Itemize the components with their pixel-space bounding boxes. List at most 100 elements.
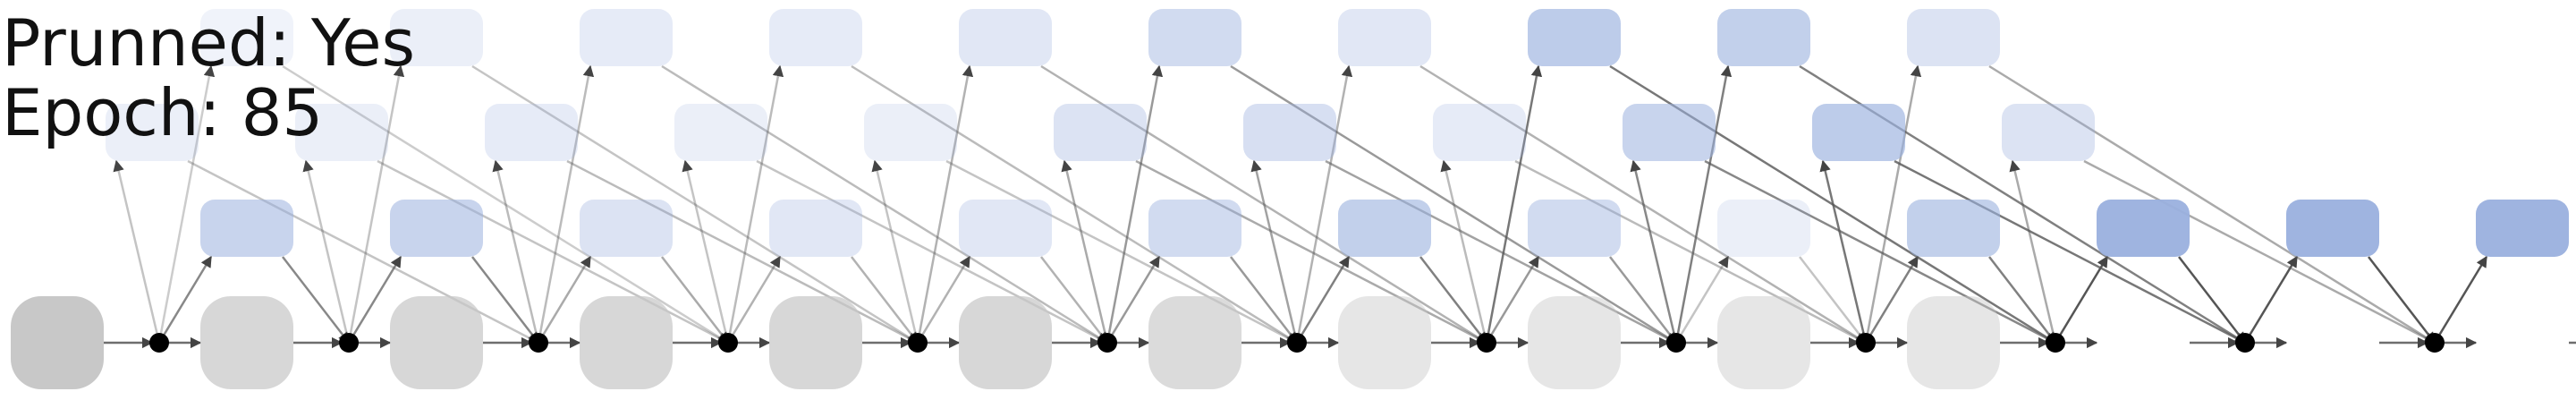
branch-node-level1 bbox=[2476, 200, 2569, 257]
junction-dot bbox=[529, 333, 548, 353]
branch-edge-in bbox=[1106, 64, 1164, 344]
branch-node-level1 bbox=[1148, 200, 1241, 257]
branch-edge-out bbox=[1988, 256, 2056, 344]
branch-edge-out bbox=[756, 159, 1109, 345]
branch-edge-out bbox=[566, 159, 919, 345]
branch-node-level1 bbox=[1907, 200, 2000, 257]
junction-dot bbox=[2425, 333, 2445, 353]
junction-dot bbox=[2046, 333, 2065, 353]
branch-node-level1 bbox=[1528, 200, 1621, 257]
branch-edge-in bbox=[1440, 159, 1488, 344]
branch-edge-in bbox=[682, 159, 730, 344]
branch-edge-in bbox=[157, 255, 213, 344]
branch-edge-in bbox=[916, 64, 974, 344]
branch-node-level3 bbox=[580, 9, 673, 66]
edges-layer bbox=[104, 64, 2576, 349]
branch-edge-out bbox=[1135, 159, 1488, 345]
branch-edge-in bbox=[726, 64, 784, 344]
junction-dot bbox=[1287, 333, 1307, 353]
branch-node-level3 bbox=[1717, 9, 1810, 66]
branch-edge-in bbox=[1061, 159, 1109, 344]
branch-edge-in bbox=[1674, 64, 1733, 344]
chain-node bbox=[959, 296, 1052, 389]
branch-edge-in bbox=[1295, 255, 1351, 344]
branch-node-level1 bbox=[1717, 200, 1810, 257]
branch-edge-in bbox=[871, 159, 919, 344]
branch-edge-out bbox=[1325, 159, 1678, 345]
branch-edge-out bbox=[1230, 256, 1298, 344]
branch-edge-in bbox=[347, 64, 405, 344]
branch-node-level2 bbox=[1243, 104, 1336, 161]
branch-edge-out bbox=[471, 256, 539, 344]
branch-node-level3 bbox=[1528, 9, 1621, 66]
branch-node-level3 bbox=[1907, 9, 2000, 66]
branch-node-level2 bbox=[1623, 104, 1716, 161]
chain-node bbox=[580, 296, 673, 389]
branch-edge-out bbox=[187, 159, 540, 345]
branch-edge-in bbox=[347, 255, 402, 344]
branch-node-level2 bbox=[295, 104, 388, 161]
branch-edge-out bbox=[1040, 256, 1108, 344]
pruned-value: Yes bbox=[310, 5, 416, 81]
branch-edge-in bbox=[1106, 255, 1161, 344]
branch-edge-out bbox=[661, 256, 729, 344]
branch-edge-in bbox=[1674, 255, 1730, 344]
branch-node-level3 bbox=[1338, 9, 1431, 66]
branch-edge-in bbox=[113, 159, 161, 344]
pruned-status: Prunned: Yes bbox=[2, 11, 415, 75]
branch-node-level1 bbox=[769, 200, 862, 257]
branch-edge-out bbox=[1040, 64, 1488, 345]
branch-edge-in bbox=[1485, 64, 1543, 344]
branch-edge-out bbox=[1514, 159, 1868, 345]
branch-edge-in bbox=[1864, 64, 1922, 344]
branch-edge-in bbox=[537, 64, 595, 344]
branch-edge-in bbox=[2054, 255, 2109, 344]
branch-node-level1 bbox=[390, 200, 483, 257]
branch-edge-in bbox=[1864, 255, 1919, 344]
epoch-value: 85 bbox=[241, 75, 324, 150]
junction-dot bbox=[2235, 333, 2255, 353]
chain-node bbox=[1528, 296, 1621, 389]
branch-node-level2 bbox=[864, 104, 957, 161]
chain-node bbox=[390, 296, 483, 389]
branch-node-level1 bbox=[1338, 200, 1431, 257]
chain-node bbox=[1338, 296, 1431, 389]
epoch-status: Epoch: 85 bbox=[2, 81, 323, 145]
branch-node-level2 bbox=[1433, 104, 1526, 161]
branch-edge-in bbox=[302, 159, 351, 344]
chain-node bbox=[1717, 296, 1810, 389]
branch-edge-out bbox=[2368, 256, 2436, 344]
branch-node-level1 bbox=[959, 200, 1052, 257]
branch-edge-out bbox=[1419, 64, 1868, 345]
chain-node bbox=[769, 296, 862, 389]
branch-edge-in bbox=[916, 255, 971, 344]
branch-edge-out bbox=[1704, 159, 2057, 345]
branch-edge-in bbox=[726, 255, 782, 344]
junction-dot bbox=[339, 333, 359, 353]
branch-edge-out bbox=[1988, 64, 2436, 345]
chain-node bbox=[11, 296, 104, 389]
branch-node-level1 bbox=[2097, 200, 2190, 257]
branch-edge-in bbox=[2009, 159, 2057, 344]
junction-dot bbox=[1477, 333, 1496, 353]
branch-node-level2 bbox=[106, 104, 199, 161]
branch-edge-out bbox=[851, 64, 1299, 345]
branch-node-level2 bbox=[1054, 104, 1147, 161]
branch-edge-out bbox=[2083, 159, 2436, 345]
branch-edge-out bbox=[1609, 256, 1677, 344]
junction-dot bbox=[1856, 333, 1876, 353]
branch-node-level3 bbox=[959, 9, 1052, 66]
branch-node-level1 bbox=[200, 200, 293, 257]
branch-edge-in bbox=[1630, 159, 1678, 344]
branch-edge-out bbox=[1894, 159, 2247, 345]
branch-edge-in bbox=[2433, 255, 2488, 344]
branch-edge-in bbox=[1485, 255, 1540, 344]
branch-edge-out bbox=[282, 256, 350, 344]
junction-dot bbox=[1666, 333, 1686, 353]
junction-dot bbox=[908, 333, 928, 353]
branch-node-level2 bbox=[485, 104, 578, 161]
branch-edge-in bbox=[537, 255, 592, 344]
branch-node-level1 bbox=[2286, 200, 2379, 257]
branch-edge-in bbox=[492, 159, 540, 344]
branch-edge-out bbox=[661, 64, 1109, 345]
